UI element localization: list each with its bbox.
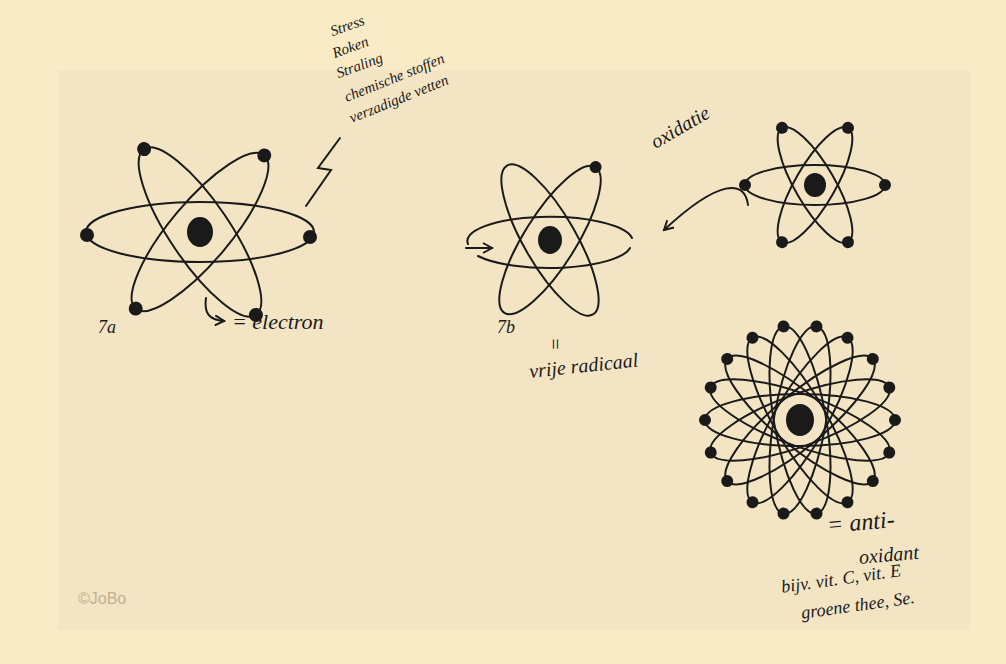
electron-pointer [206,298,224,321]
anti-oxidant-label: = anti- [826,506,896,538]
example-note: groene thee, Se. [800,588,916,624]
atom-7a [81,127,316,336]
electron-label: = electron [232,310,324,334]
oxidation-label: oxidatie [647,101,714,152]
free-radical-label: vrije radicaal [528,349,639,382]
oxidation-arrow [664,188,748,230]
equals-sign: = [544,337,566,351]
watermark: ©JoBo [78,590,126,608]
reaction-arrow [466,247,492,249]
paper-panel [58,70,970,630]
atom-right [740,114,890,257]
figure-number: 7b [497,318,515,338]
atom-7b [467,149,632,327]
lightning-bolt [306,138,340,206]
figure-number: 7a [98,318,116,338]
anti-oxidant-atom [697,317,903,523]
